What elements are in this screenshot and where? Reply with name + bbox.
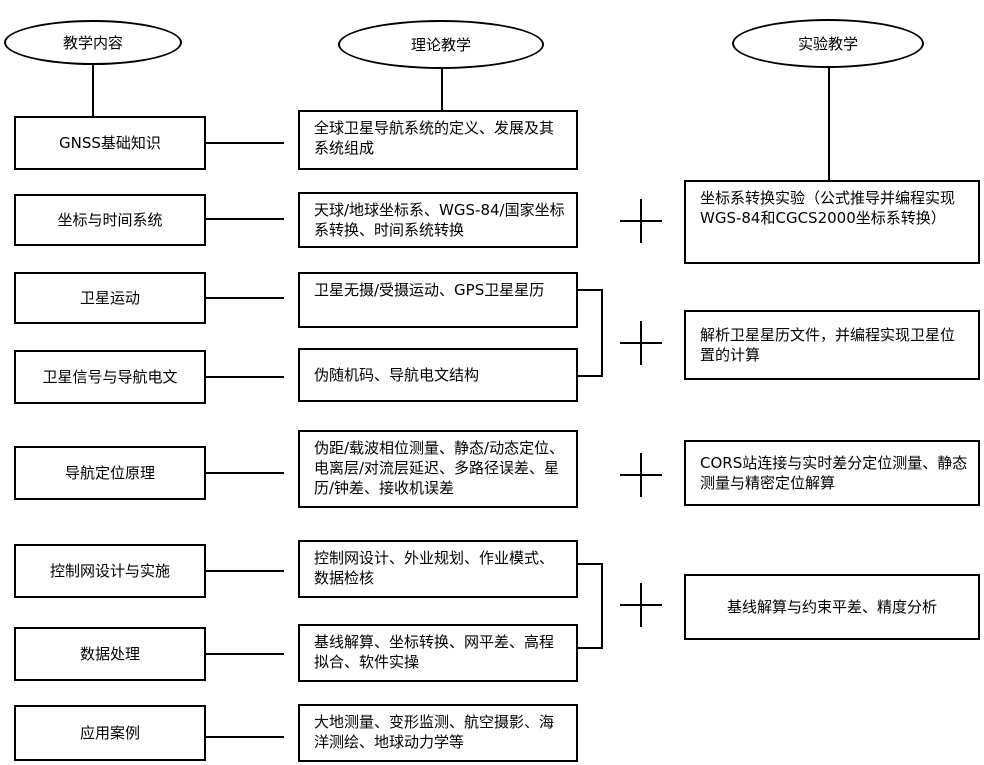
topic-box-8: 应用案例: [14, 705, 206, 761]
header-experiment: 实验教学: [732, 19, 924, 68]
theory-box-6: 控制网设计、外业规划、作业模式、数据检核: [298, 540, 578, 598]
theory-text-5: 伪距/载波相位测量、静态/动态定位、电离层/对流层延迟、多路径误差、星历/钟差、…: [314, 439, 565, 497]
header-theory: 理论教学: [338, 20, 544, 69]
topic-box-7: 数据处理: [14, 627, 206, 681]
topic-box-4: 卫星信号与导航电文: [14, 350, 206, 404]
theory-box-1: 全球卫星导航系统的定义、发展及其系统组成: [298, 110, 578, 170]
theory-box-4: 伪随机码、导航电文结构: [298, 348, 578, 402]
theory-box-7: 基线解算、坐标转换、网平差、高程拟合、软件实操: [298, 624, 578, 682]
topic-box-5: 导航定位原理: [14, 446, 206, 500]
theory-box-3: 卫星无摄/受摄运动、GPS卫星星历: [298, 272, 578, 328]
topic-box-2: 坐标与时间系统: [14, 194, 206, 246]
experiment-text-4: 基线解算与约束平差、精度分析: [726, 598, 937, 616]
experiment-box-2: 解析卫星星历文件，并编程实现卫星位置的计算: [684, 310, 980, 380]
theory-text-2: 天球/地球坐标系、WGS-84/国家坐标系转换、时间系统转换: [314, 201, 565, 239]
theory-text-7: 基线解算、坐标转换、网平差、高程拟合、软件实操: [314, 633, 555, 671]
topic-box-3: 卫星运动: [14, 272, 206, 324]
topic-box-1: GNSS基础知识: [14, 116, 206, 170]
theory-text-6: 控制网设计、外业规划、作业模式、数据检核: [314, 549, 555, 587]
theory-box-8: 大地测量、变形监测、航空摄影、海洋测绘、地球动力学等: [298, 704, 578, 762]
bracket-orbit-signal: [575, 289, 603, 377]
experiment-text-1: 坐标系转换实验（公式推导并编程实现WGS-84和CGCS2000坐标系转换）: [700, 189, 956, 227]
theory-text-4: 伪随机码、导航电文结构: [314, 366, 480, 384]
experiment-box-3: CORS站连接与实时差分定位测量、静态测量与精密定位解算: [684, 440, 980, 506]
experiment-text-3: CORS站连接与实时差分定位测量、静态测量与精密定位解算: [700, 454, 968, 492]
bracket-network-processing: [575, 563, 603, 649]
theory-text-8: 大地测量、变形监测、航空摄影、海洋测绘、地球动力学等: [314, 713, 555, 751]
theory-text-3: 卫星无摄/受摄运动、GPS卫星星历: [314, 281, 545, 299]
topic-box-6: 控制网设计与实施: [14, 544, 206, 598]
experiment-text-2: 解析卫星星历文件，并编程实现卫星位置的计算: [700, 326, 956, 364]
header-content: 教学内容: [4, 20, 182, 65]
experiment-box-4: 基线解算与约束平差、精度分析: [684, 574, 980, 640]
theory-box-2: 天球/地球坐标系、WGS-84/国家坐标系转换、时间系统转换: [298, 192, 578, 248]
experiment-box-1: 坐标系转换实验（公式推导并编程实现WGS-84和CGCS2000坐标系转换）: [684, 180, 980, 264]
theory-box-5: 伪距/载波相位测量、静态/动态定位、电离层/对流层延迟、多路径误差、星历/钟差、…: [298, 430, 578, 508]
theory-text-1: 全球卫星导航系统的定义、发展及其系统组成: [314, 119, 555, 157]
